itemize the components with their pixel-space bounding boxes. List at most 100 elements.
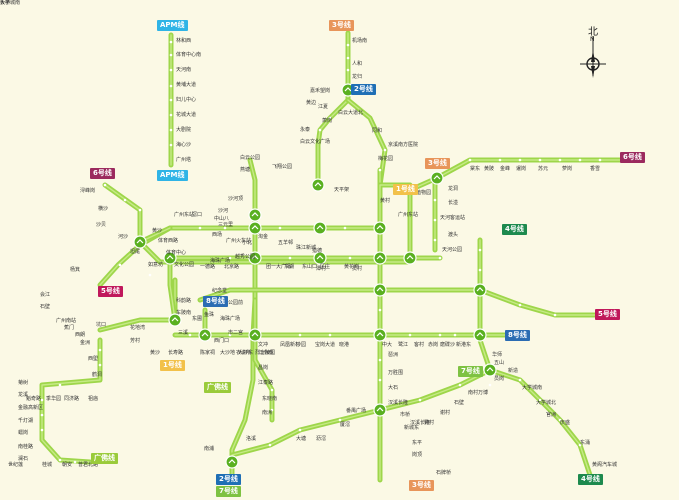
interchange-node[interactable] <box>373 403 387 417</box>
station-label[interactable]: 萧岗 <box>322 118 333 124</box>
station-label[interactable]: 鹭江 <box>398 342 409 348</box>
station-label[interactable]: 长湴 <box>448 200 459 206</box>
station-label[interactable]: 龙归 <box>352 74 363 80</box>
station-dot[interactable] <box>73 460 77 464</box>
station-label[interactable]: 文化公园 <box>174 262 195 268</box>
station-dot[interactable] <box>40 398 44 402</box>
station-label[interactable]: 龙溪 <box>18 392 29 398</box>
station-label[interactable]: 金洲 <box>80 340 91 346</box>
station-label[interactable]: 江夏 <box>318 104 329 110</box>
station-label[interactable]: 番禺广场 <box>346 408 367 414</box>
station-label[interactable]: 车陂南 <box>176 310 192 316</box>
line-badge-l6-left[interactable]: 6号线 <box>90 168 115 179</box>
station-label[interactable]: 北京路 <box>224 264 240 270</box>
station-label[interactable]: 祖庙 <box>88 396 99 402</box>
station-label[interactable]: 三元里 <box>218 222 234 228</box>
station-dot[interactable] <box>433 198 437 202</box>
station-dot[interactable] <box>169 53 173 57</box>
interchange-node[interactable] <box>483 363 497 377</box>
station-label[interactable]: 同济路 <box>64 396 80 402</box>
station-dot[interactable] <box>188 333 192 337</box>
interchange-node[interactable] <box>133 235 147 249</box>
line-badge-l7-bottom[interactable]: 7号线 <box>216 486 241 497</box>
station-label[interactable]: 永泰 <box>300 127 311 133</box>
line-badge-l8-left[interactable]: 8号线 <box>203 296 228 307</box>
station-label[interactable]: 猎德 <box>312 248 323 254</box>
station-label[interactable]: 鹤洞 <box>92 372 103 378</box>
station-label[interactable]: 大学城南 <box>0 0 21 6</box>
station-label[interactable]: 杨箕 <box>70 267 81 273</box>
station-dot[interactable] <box>378 308 382 312</box>
station-dot[interactable] <box>268 443 272 447</box>
interchange-node[interactable] <box>163 251 177 265</box>
station-label[interactable]: 石壁 <box>40 304 51 310</box>
station-label[interactable]: 天平架 <box>334 187 350 193</box>
station-dot[interactable] <box>458 383 462 387</box>
station-label[interactable]: 人和 <box>352 61 363 67</box>
line-badge-l5-right[interactable]: 5号线 <box>595 309 620 320</box>
interchange-node[interactable] <box>313 221 327 235</box>
station-label[interactable]: 澜石 <box>18 456 29 462</box>
station-label[interactable]: 厦滘 <box>340 422 351 428</box>
line-badge-l6-right[interactable]: 6号线 <box>620 152 645 163</box>
station-label[interactable]: 广州南站 <box>56 318 77 324</box>
station-dot[interactable] <box>228 256 232 260</box>
interchange-node[interactable] <box>373 251 387 265</box>
station-dot[interactable] <box>558 418 562 422</box>
station-label[interactable]: 海珠广场 <box>210 258 231 264</box>
interchange-node[interactable] <box>248 251 262 265</box>
station-dot[interactable] <box>228 333 232 337</box>
station-label[interactable]: 长寿路 <box>168 350 184 356</box>
station-dot[interactable] <box>198 226 202 230</box>
station-label[interactable]: 西场 <box>212 232 223 238</box>
station-label[interactable]: 广州塔 <box>176 157 192 163</box>
station-label[interactable]: 桂城 <box>42 462 53 468</box>
station-label[interactable]: 昌岗 <box>258 365 269 371</box>
station-label[interactable]: 板桥 <box>0 0 11 6</box>
line-badge-l3-mid[interactable]: 3号线 <box>425 158 450 169</box>
station-label[interactable]: 飞翔公园 <box>272 164 293 170</box>
station-label[interactable]: 岗顶 <box>412 452 423 458</box>
station-dot[interactable] <box>558 158 562 162</box>
station-dot[interactable] <box>553 313 557 317</box>
station-label[interactable]: 世纪莲 <box>8 462 24 468</box>
station-label[interactable]: 植物园 <box>416 190 432 196</box>
station-label[interactable]: 黄埔大道 <box>176 82 197 88</box>
station-dot[interactable] <box>169 40 173 44</box>
station-label[interactable]: 潭村 <box>316 266 327 272</box>
line-badge-l4-top[interactable]: 4号线 <box>502 224 527 235</box>
station-label[interactable]: 京溪南方医院 <box>388 142 419 148</box>
station-dot[interactable] <box>328 116 332 120</box>
station-dot[interactable] <box>223 226 227 230</box>
station-label[interactable]: 陈家祠 <box>200 350 216 356</box>
station-label[interactable]: 机场南 <box>352 38 368 44</box>
station-label[interactable]: 林和西 <box>176 38 192 44</box>
station-dot[interactable] <box>138 208 142 212</box>
station-label[interactable]: 淘金 <box>258 234 269 240</box>
line-badge-gf-bottom[interactable]: 广佛线 <box>91 453 118 464</box>
station-dot[interactable] <box>270 408 274 412</box>
station-dot[interactable] <box>453 333 457 337</box>
station-label[interactable]: 中大 <box>382 342 393 348</box>
station-dot[interactable] <box>270 388 274 392</box>
interchange-node[interactable] <box>373 328 387 342</box>
station-label[interactable]: 大石 <box>388 385 399 391</box>
station-label[interactable]: 燕塘 <box>240 167 251 173</box>
station-label[interactable]: 大学城南 <box>522 385 543 391</box>
station-label[interactable]: 珠江新城 <box>296 245 317 251</box>
station-dot[interactable] <box>418 398 422 402</box>
line-badge-apm-top[interactable]: APM线 <box>157 20 188 31</box>
station-dot[interactable] <box>348 256 352 260</box>
station-label[interactable]: 小北 <box>242 240 253 246</box>
station-label[interactable]: 南浦 <box>204 446 215 452</box>
station-label[interactable]: 如意坊 <box>148 262 164 268</box>
station-dot[interactable] <box>433 218 437 222</box>
station-label[interactable]: 东湖 <box>284 264 295 270</box>
station-label[interactable]: 黄阁汽车城 <box>592 462 618 468</box>
station-dot[interactable] <box>328 333 332 337</box>
station-label[interactable]: 香雪 <box>590 166 601 172</box>
line-badge-l3-bottom[interactable]: 3号线 <box>409 480 434 491</box>
station-label[interactable]: 市桥 <box>400 412 411 418</box>
station-label[interactable]: 天河南 <box>176 67 192 73</box>
station-label[interactable]: 坦尾 <box>130 249 141 255</box>
